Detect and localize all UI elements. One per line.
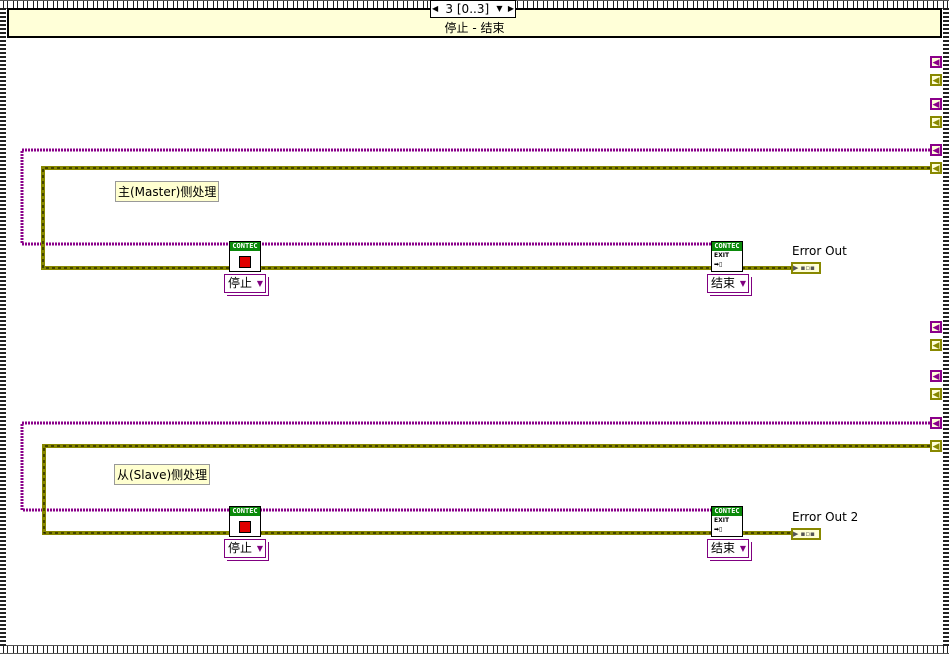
dropdown-icon: ▼ xyxy=(256,279,263,288)
dropdown-icon: ▼ xyxy=(739,544,746,553)
tunnel-icon[interactable]: ◀ xyxy=(930,339,942,351)
stop-icon xyxy=(239,521,251,533)
frame-border-bottom xyxy=(0,645,949,654)
stop-enum[interactable]: 停止▼ xyxy=(224,274,266,293)
enum-value: 停止 xyxy=(228,541,253,555)
stop-node[interactable]: CONTEC xyxy=(229,506,261,537)
enum-value: 结束 xyxy=(711,276,736,290)
decrement-arrow-icon[interactable]: ◀ xyxy=(432,4,439,13)
comment-slave: 从(Slave)侧处理 xyxy=(114,464,211,485)
frame-border-left xyxy=(0,8,6,646)
exit-enum[interactable]: 结束▼ xyxy=(707,274,749,293)
error-out-indicator[interactable]: ▶ ▪▫▪ xyxy=(791,262,821,274)
tunnel-icon[interactable]: ◀ xyxy=(930,144,942,156)
tunnel-icon[interactable]: ◀ xyxy=(930,74,942,86)
dropdown-icon: ▼ xyxy=(256,544,263,553)
node-header: CONTEC xyxy=(230,507,260,516)
stop-node[interactable]: CONTEC xyxy=(229,241,261,272)
stop-enum[interactable]: 停止▼ xyxy=(224,539,266,558)
error-wire-2-overlay xyxy=(43,445,930,534)
increment-arrow-icon[interactable]: ▶ xyxy=(507,4,514,13)
node-header: CONTEC xyxy=(230,242,260,251)
exit-node[interactable]: CONTEC EXIT➡▯ xyxy=(711,241,743,272)
error-out-2-label: Error Out 2 xyxy=(792,510,859,524)
tunnel-icon[interactable]: ◀ xyxy=(930,440,942,452)
frame-selector[interactable]: ◀ 3 [0..3] ▼ ▶ xyxy=(430,0,516,18)
dropdown-icon: ▼ xyxy=(739,279,746,288)
exit-icon: EXIT➡▯ xyxy=(714,517,730,533)
stop-icon xyxy=(239,256,251,268)
error-out-2-indicator[interactable]: ▶ ▪▫▪ xyxy=(791,528,821,540)
tunnel-icon[interactable]: ◀ xyxy=(930,321,942,333)
dropdown-icon[interactable]: ▼ xyxy=(496,4,503,13)
node-header: CONTEC xyxy=(712,242,742,251)
frame-selector-value: 3 [0..3] xyxy=(445,2,490,16)
exit-text: EXIT xyxy=(714,252,730,259)
error-wire-1-overlay xyxy=(42,167,930,269)
exit-text: EXIT xyxy=(714,517,730,524)
refnum-wire-1 xyxy=(20,148,930,246)
tunnel-icon[interactable]: ◀ xyxy=(930,370,942,382)
tunnel-icon[interactable]: ◀ xyxy=(930,116,942,128)
exit-icon: EXIT➡▯ xyxy=(714,252,730,268)
enum-value: 停止 xyxy=(228,276,253,290)
frame-border-right xyxy=(943,8,949,646)
refnum-wire-2 xyxy=(20,421,930,512)
tunnel-icon[interactable]: ◀ xyxy=(930,56,942,68)
exit-enum[interactable]: 结束▼ xyxy=(707,539,749,558)
exit-node[interactable]: CONTEC EXIT➡▯ xyxy=(711,506,743,537)
comment-master: 主(Master)侧处理 xyxy=(115,181,220,202)
enum-value: 结束 xyxy=(711,541,736,555)
tunnel-icon[interactable]: ◀ xyxy=(930,162,942,174)
node-header: CONTEC xyxy=(712,507,742,516)
tunnel-icon[interactable]: ◀ xyxy=(930,417,942,429)
tunnel-icon[interactable]: ◀ xyxy=(930,98,942,110)
error-out-label: Error Out xyxy=(792,244,847,258)
tunnel-icon[interactable]: ◀ xyxy=(930,388,942,400)
